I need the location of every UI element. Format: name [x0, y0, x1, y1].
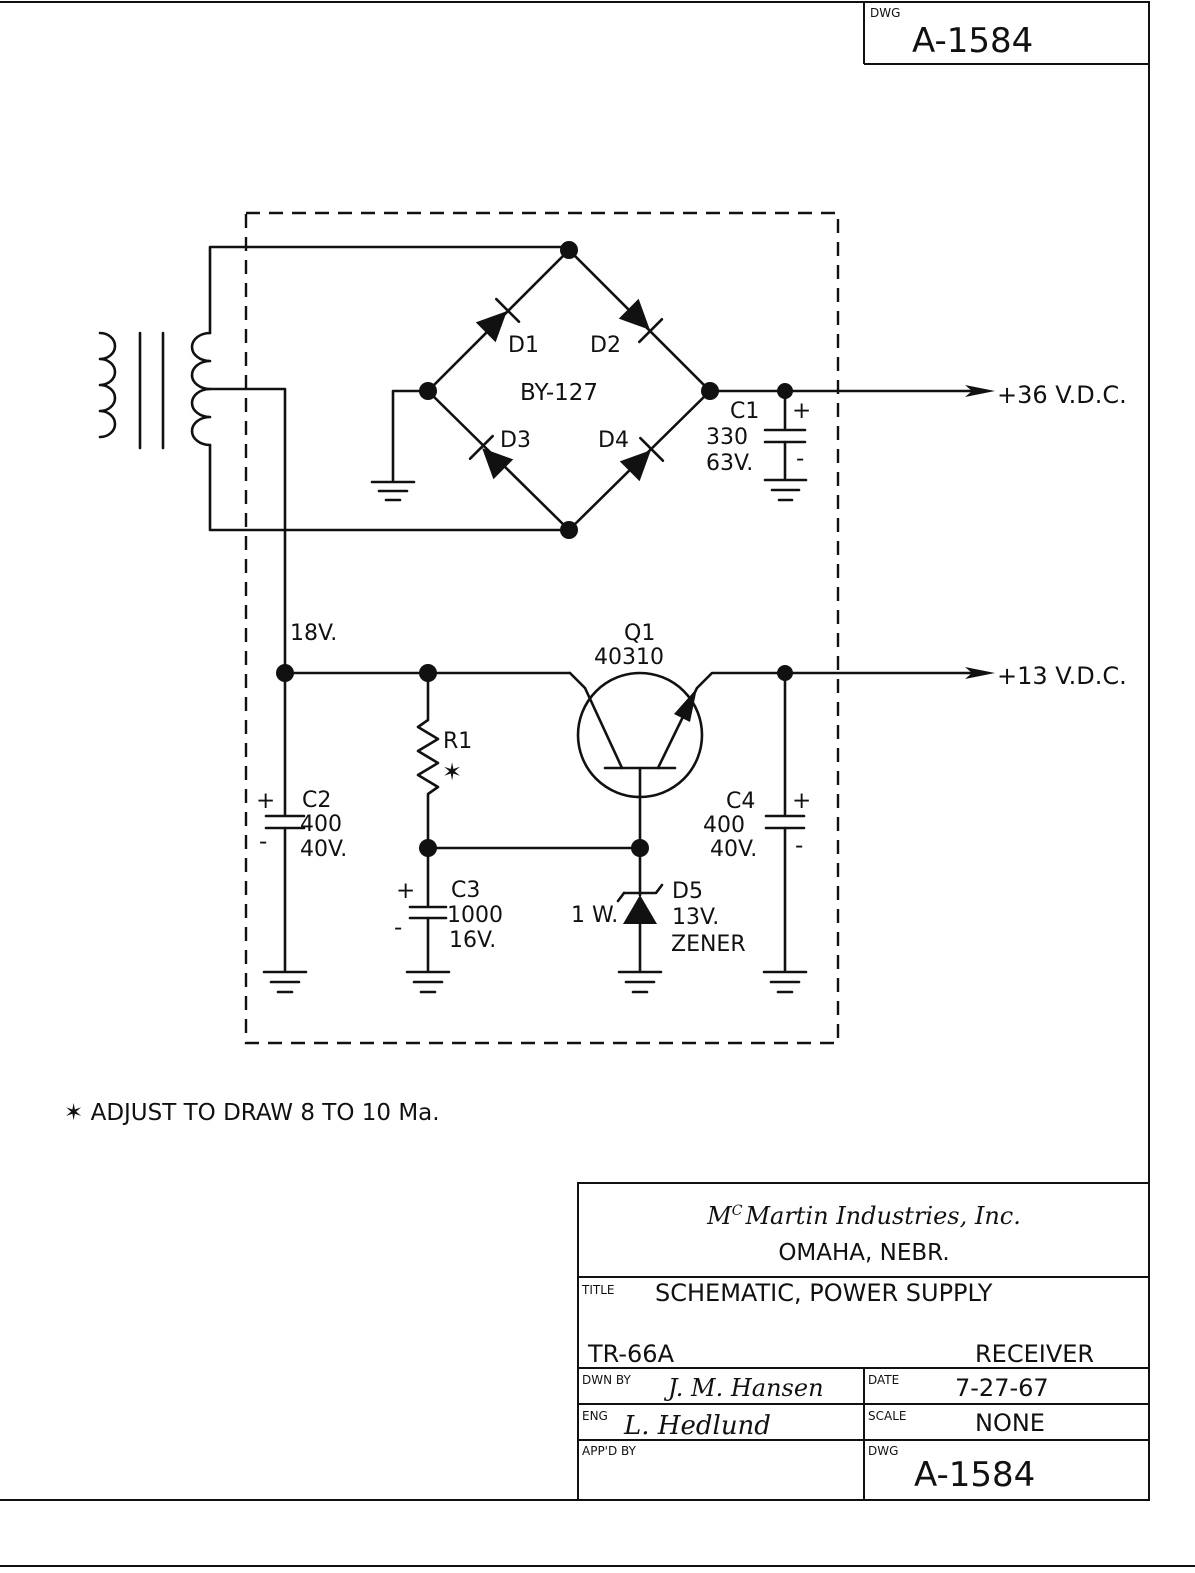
resistor-r1	[416, 671, 440, 850]
d5-power: 1 W.	[571, 903, 618, 928]
c2-value: 400	[300, 812, 342, 837]
transistor-q1	[568, 671, 787, 850]
capacitor-c1	[763, 389, 808, 502]
c4-plus: +	[792, 788, 811, 814]
c2-minus: -	[259, 829, 267, 855]
d5-value: 13V.	[672, 905, 719, 930]
c1-minus: -	[796, 446, 804, 472]
drawn-by-label: DWN BY	[582, 1373, 631, 1387]
capacitor-c4	[762, 671, 808, 994]
date-label: DATE	[868, 1373, 899, 1387]
c3-value: 1000	[447, 903, 503, 928]
c3-voltage: 16V.	[449, 928, 496, 953]
bottom-dwg-label: DWG	[868, 1444, 898, 1458]
secondary-coil	[190, 331, 212, 447]
d3-label: D3	[500, 428, 531, 453]
c4-voltage: 40V.	[710, 837, 757, 862]
eng-signature: L. Hedlund	[623, 1411, 771, 1441]
wire-center-tap	[208, 387, 287, 675]
module-outline	[244, 211, 840, 1045]
scale-label: SCALE	[868, 1409, 906, 1423]
d2-label: D2	[590, 333, 621, 358]
d4-label: D4	[598, 428, 629, 453]
c1-voltage: 63V.	[706, 451, 753, 476]
c1-label: C1	[730, 399, 759, 424]
wire-top	[208, 245, 571, 335]
c2-plus: +	[256, 788, 275, 814]
top-dwg-label: DWG	[870, 6, 900, 20]
output-36v-label: +36 V.D.C.	[997, 381, 1127, 409]
approved-label: APP'D BY	[582, 1444, 637, 1458]
capacitor-c2	[262, 671, 308, 994]
adjust-note: ✶ ADJUST TO DRAW 8 TO 10 Ma.	[64, 1100, 440, 1126]
top-dwg-box: DWG A-1584	[863, 2, 1150, 65]
eng-label: ENG	[582, 1409, 608, 1423]
c1-plus: +	[792, 398, 811, 424]
transformer	[98, 331, 212, 450]
q1-emitter-arrow	[674, 688, 697, 722]
scale-value: NONE	[975, 1409, 1045, 1437]
c1-value: 330	[706, 425, 748, 450]
drawing-title: SCHEMATIC, POWER SUPPLY	[655, 1279, 993, 1307]
c4-value: 400	[703, 813, 745, 838]
title-block	[577, 1182, 1150, 1501]
diode-d4-symbol	[619, 436, 665, 482]
r1-mark: ✶	[442, 758, 462, 786]
d1-label: D1	[508, 333, 539, 358]
c4-minus: -	[795, 833, 803, 859]
c3-plus: +	[396, 878, 415, 904]
title-label: TITLE	[581, 1283, 614, 1297]
r1-label: R1	[443, 729, 472, 754]
output-13v-label: +13 V.D.C.	[997, 662, 1127, 690]
c3-minus: -	[394, 915, 402, 941]
c2-voltage: 40V.	[300, 837, 347, 862]
bridge-part-label: BY-127	[520, 380, 598, 406]
zener-d5	[616, 846, 664, 994]
c3-label: C3	[451, 878, 480, 903]
q1-label: Q1	[624, 621, 655, 646]
diode-d1-symbol	[475, 297, 521, 343]
model-number: TR-66A	[587, 1340, 675, 1368]
diode-d3-symbol	[468, 434, 514, 480]
wire-bottom	[208, 443, 571, 532]
tap-voltage-label: 18V.	[290, 621, 337, 646]
arrow-13v	[965, 667, 995, 679]
wire-bridge-ground	[391, 389, 430, 482]
arrow-36v	[965, 385, 995, 397]
c4-label: C4	[726, 789, 755, 814]
unit-name: RECEIVER	[975, 1340, 1094, 1368]
primary-coil	[98, 331, 117, 439]
q1-part: 40310	[594, 645, 664, 670]
d5-label: D5	[672, 879, 703, 904]
top-dwg-number: A-1584	[912, 21, 1033, 61]
ground-symbol-bridge	[370, 480, 416, 502]
diode-d2-symbol	[618, 298, 664, 344]
d5-type: ZENER	[671, 932, 746, 957]
drawn-by-value: J. M. Hansen	[663, 1374, 824, 1402]
date-value: 7-27-67	[955, 1374, 1049, 1402]
c2-label: C2	[302, 788, 331, 813]
company-city: OMAHA, NEBR.	[778, 1240, 949, 1266]
bottom-dwg-number: A-1584	[914, 1455, 1035, 1495]
capacitor-c3	[405, 846, 451, 994]
